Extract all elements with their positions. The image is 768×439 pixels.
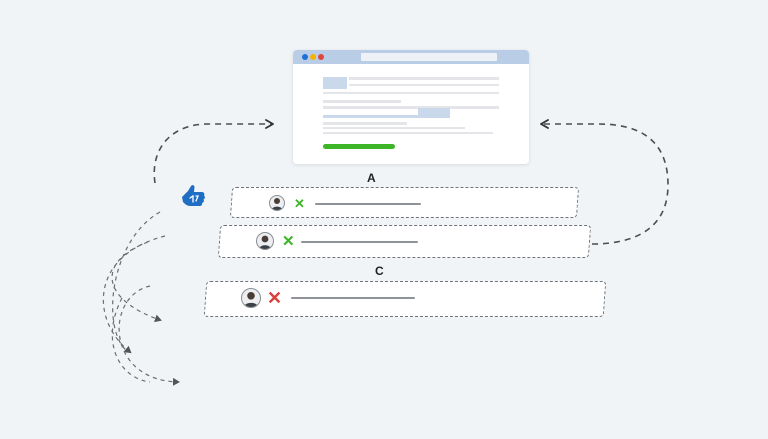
content-image-block: [323, 77, 347, 89]
person-icon: [244, 292, 258, 307]
arrow-fan-5: [111, 297, 151, 383]
avatar: [241, 288, 261, 308]
result-row: [203, 281, 607, 317]
address-bar: [361, 53, 497, 61]
arrow-left-to-browser: [153, 119, 274, 184]
content-image-block: [418, 108, 450, 118]
row-text-line: [315, 203, 421, 205]
content-line: [323, 100, 401, 103]
person-icon: [271, 198, 283, 210]
browser-window: [293, 50, 529, 164]
fail-x-icon: ✕: [267, 288, 283, 308]
content-line: [323, 106, 499, 109]
content-line: [323, 127, 465, 129]
person-icon: [259, 235, 271, 249]
arrow-fan-2: [102, 235, 166, 354]
row-text-line: [301, 241, 418, 243]
avatar: [269, 195, 285, 211]
avatar: [256, 232, 274, 250]
label-c: C: [375, 264, 384, 278]
window-dot-red: [318, 54, 324, 60]
cta-bar: [323, 144, 395, 149]
window-dot-blue: [302, 54, 308, 60]
content-highlight-line: [323, 115, 418, 118]
content-line: [323, 122, 407, 125]
arrow-fan-4: [118, 285, 180, 386]
arrow-fan-1: [111, 241, 162, 323]
content-line: [349, 84, 499, 86]
check-x-icon: ✕: [294, 196, 305, 211]
row-text-line: [291, 297, 415, 299]
hand-pointer-icon: [182, 185, 205, 206]
arrow-fan-3: [112, 211, 161, 353]
content-line: [323, 132, 493, 134]
content-line: [349, 77, 499, 80]
content-line: [323, 92, 499, 94]
window-dot-yellow: [310, 54, 316, 60]
label-a: A: [367, 171, 376, 185]
check-x-icon: ✕: [282, 233, 295, 250]
